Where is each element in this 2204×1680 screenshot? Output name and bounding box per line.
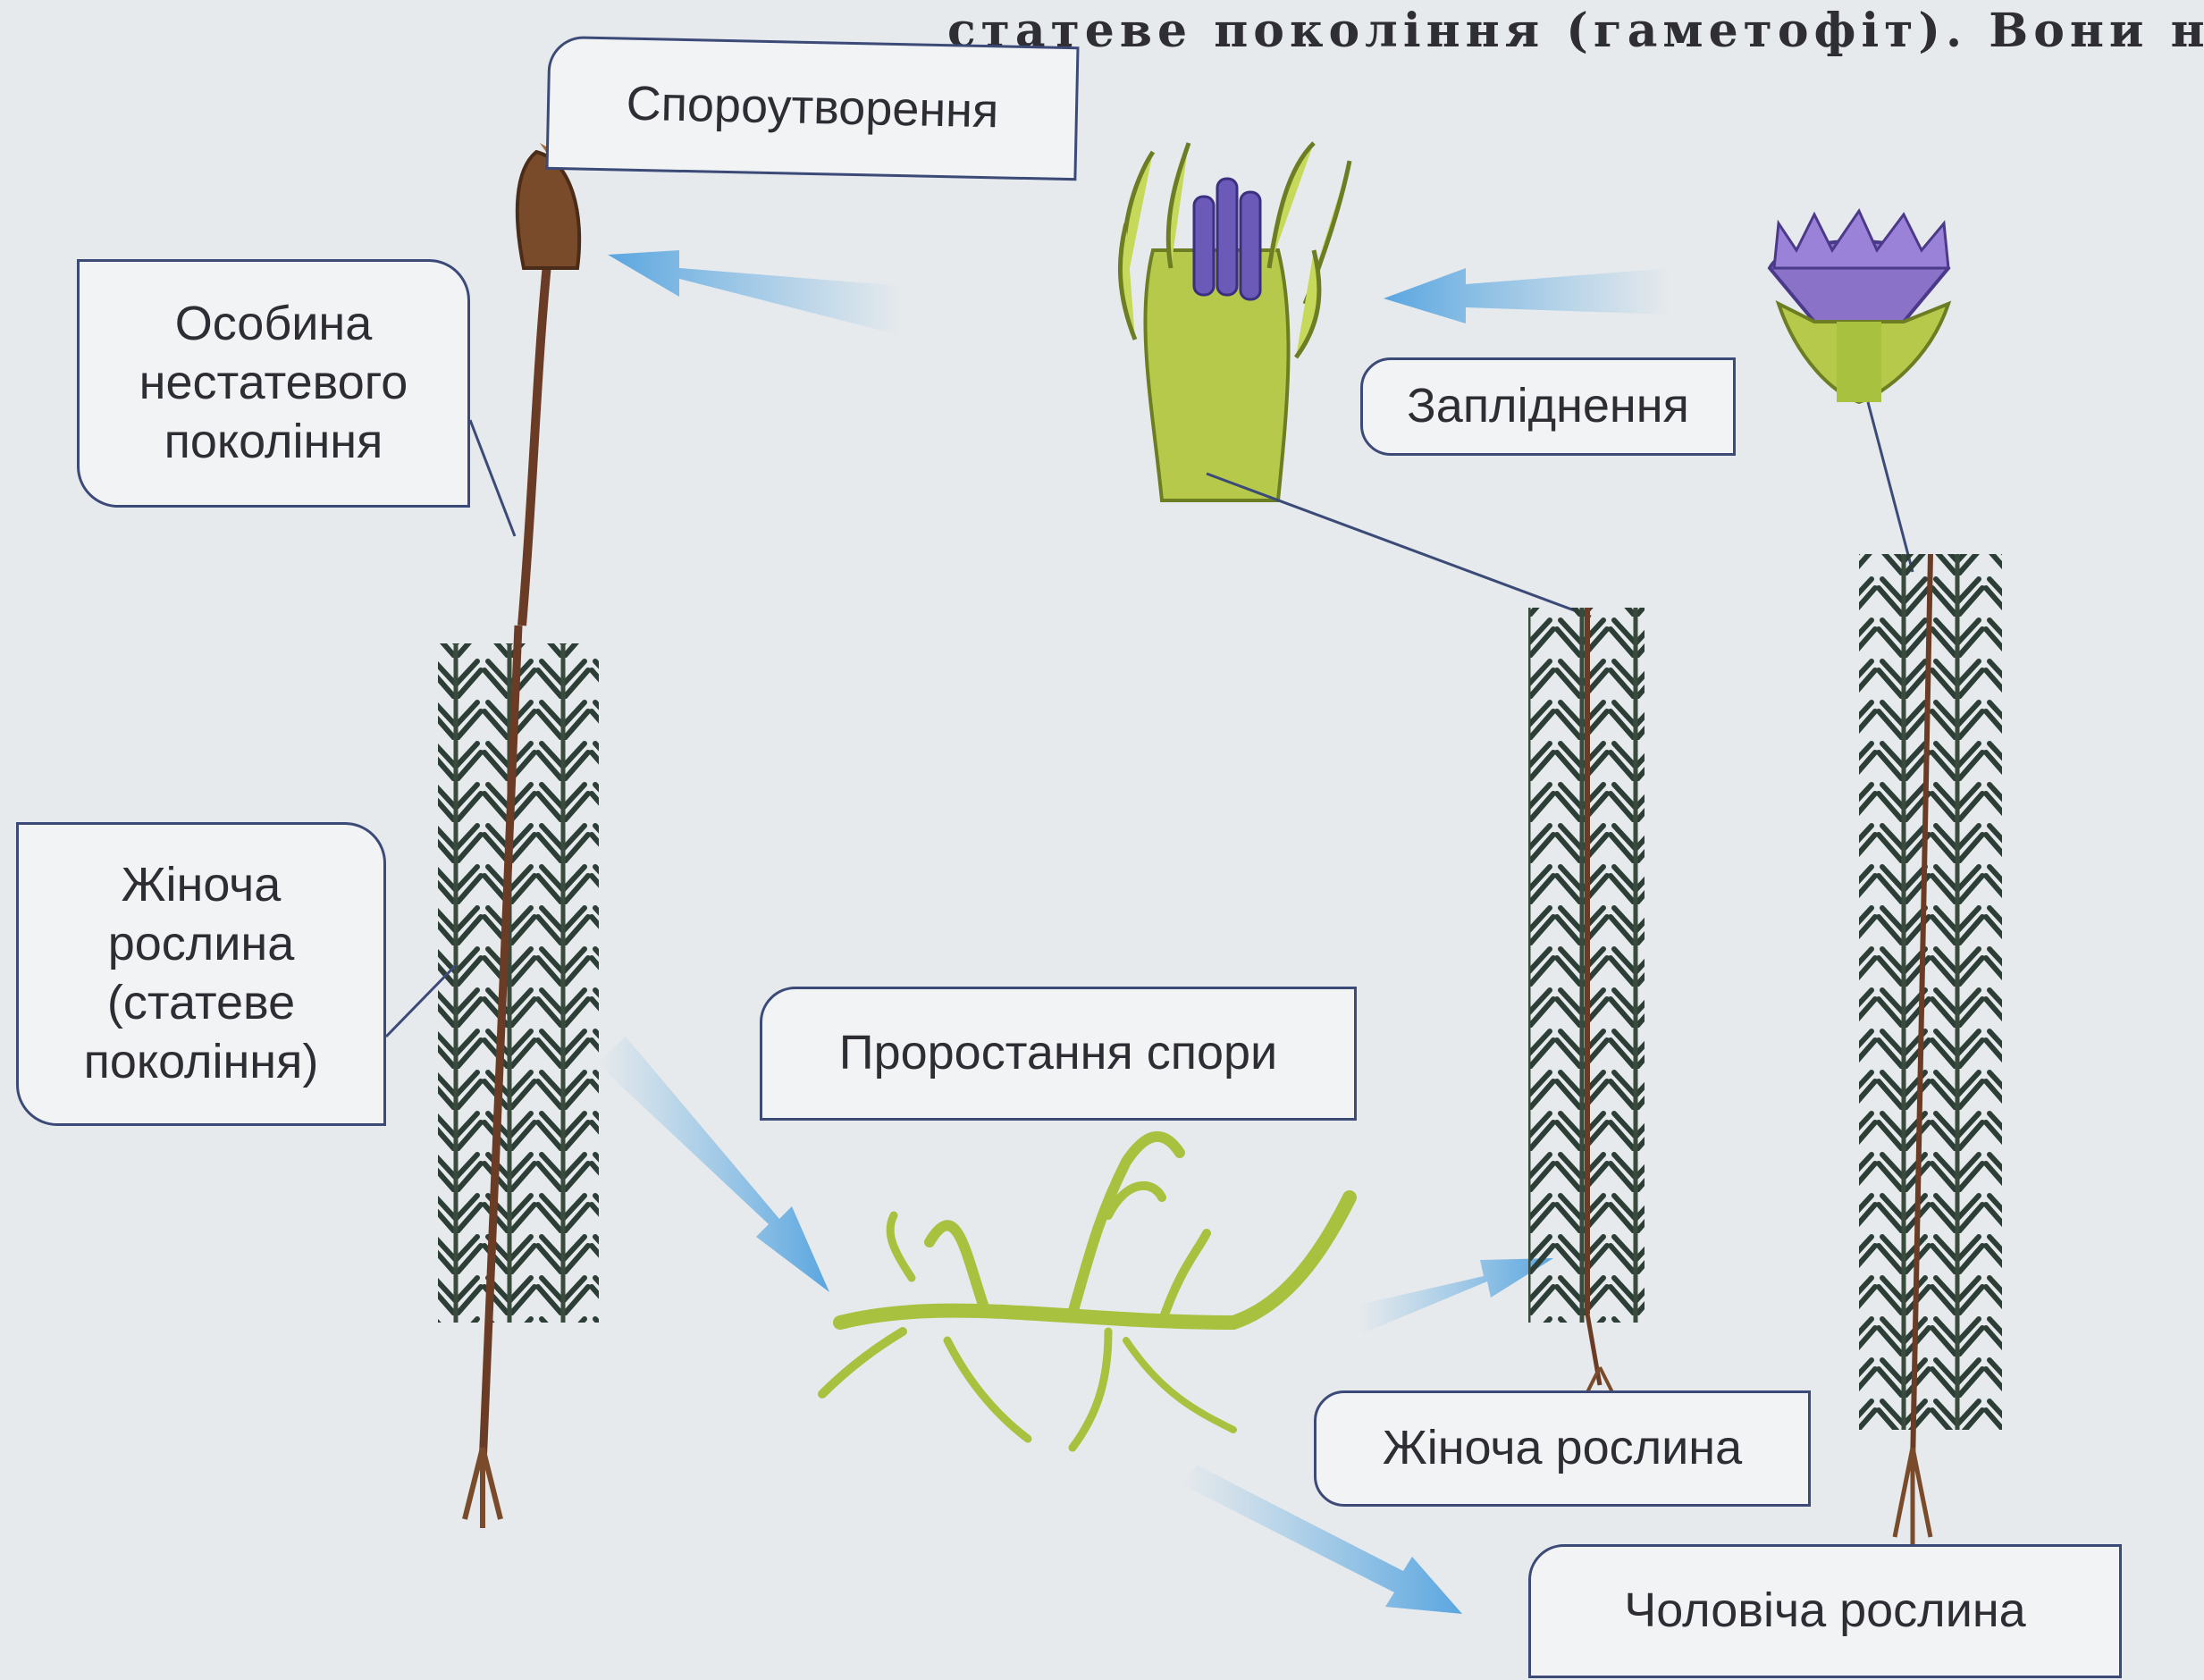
label-osobyna: Особина нестатевого покоління bbox=[77, 259, 470, 508]
arrow-sporo bbox=[608, 250, 903, 336]
label-sporoutvorennia: Спороутворення bbox=[545, 36, 1079, 181]
arrow-to-female bbox=[1359, 1258, 1553, 1335]
label-zhinocha-roslyna-stateve: Жіноча рослина (статеве покоління) bbox=[16, 822, 386, 1126]
label-sporoutvorennia-text: Спороутворення bbox=[626, 75, 999, 142]
label-zaplidnennia-text: Запліднення bbox=[1407, 377, 1689, 436]
connector-osobyna bbox=[470, 420, 515, 536]
label-cholovicha-text: Чоловіча рослина bbox=[1624, 1582, 2025, 1641]
label-zhinocha-roslyna: Жіноча рослина bbox=[1314, 1390, 1811, 1507]
label-zhinocha-stateve-text: Жіноча рослина (статеве покоління) bbox=[84, 856, 319, 1092]
moss-leaves-left bbox=[438, 643, 599, 1323]
antheridium-flower-icon bbox=[1770, 211, 1948, 402]
label-cholovicha-roslyna: Чоловіча рослина bbox=[1528, 1544, 2122, 1678]
label-zhinocha-roslyna-text: Жіноча рослина bbox=[1383, 1419, 1742, 1478]
label-osobyna-text: Особина нестатевого покоління bbox=[139, 295, 408, 472]
protonema-icon bbox=[822, 1137, 1350, 1448]
arrow-zapl bbox=[1384, 268, 1671, 323]
connector-female-right bbox=[1207, 474, 1591, 617]
connector-male-right bbox=[1868, 402, 1913, 572]
female-moss-plant bbox=[1528, 608, 1645, 1403]
label-prorostannia-text: Проростання спори bbox=[839, 1024, 1277, 1083]
label-zaplidnennia: Запліднення bbox=[1360, 357, 1736, 456]
male-moss-plant bbox=[1859, 554, 2002, 1546]
archegonium-cluster-icon bbox=[1120, 143, 1350, 500]
label-prorostannia-spory: Проростання спори bbox=[760, 987, 1357, 1121]
